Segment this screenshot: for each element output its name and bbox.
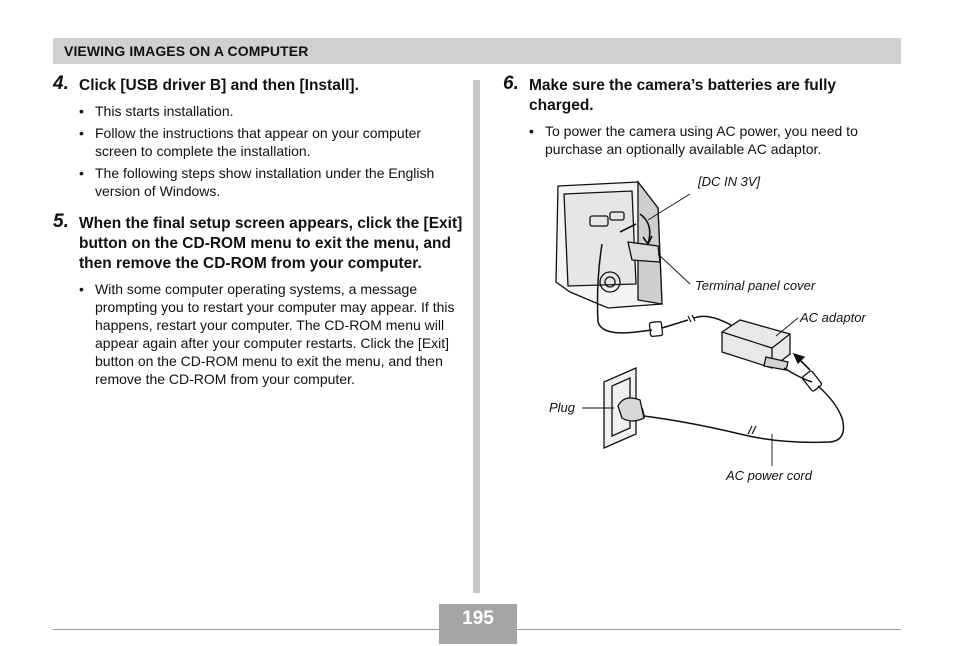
camera-dial xyxy=(599,271,621,293)
step-number: 5. xyxy=(53,211,69,232)
bullet-list: To power the camera using AC power, you … xyxy=(529,122,903,158)
label-terminal-panel-cover: Terminal panel cover xyxy=(695,278,816,293)
step-title: When the final setup screen appears, cli… xyxy=(79,215,463,272)
terminal-panel-cover xyxy=(627,241,661,263)
step-5: 5. When the final setup screen appears, … xyxy=(53,211,463,388)
list-item: To power the camera using AC power, you … xyxy=(529,122,903,158)
step-4: 4. Click [USB driver B] and then [Instal… xyxy=(53,73,463,200)
step-number: 4. xyxy=(53,73,69,94)
ac-adaptor xyxy=(721,319,791,369)
camera-connection-drawing xyxy=(555,180,845,466)
bullet-list: This starts installation. Follow the ins… xyxy=(79,102,463,200)
list-item: This starts installation. xyxy=(79,102,463,120)
label-ac-adaptor: AC adaptor xyxy=(800,310,866,325)
label-dc-in: [DC IN 3V] xyxy=(698,174,761,189)
bullet-list: With some computer operating systems, a … xyxy=(79,280,463,388)
column-divider xyxy=(473,80,480,593)
right-column: 6. Make sure the camera’s batteries are … xyxy=(503,73,903,168)
step-title: Make sure the camera’s batteries are ful… xyxy=(529,77,836,114)
list-item: Follow the instructions that appear on y… xyxy=(79,124,463,160)
left-column: 4. Click [USB driver B] and then [Instal… xyxy=(53,73,463,398)
step-title: Click [USB driver B] and then [Install]. xyxy=(79,77,359,94)
plug xyxy=(617,397,645,422)
list-item: With some computer operating systems, a … xyxy=(79,280,463,388)
step-number: 6. xyxy=(503,73,519,94)
list-item: The following steps show installation un… xyxy=(79,164,463,200)
page-number: 195 xyxy=(462,608,494,629)
page-number-box: 195 xyxy=(439,604,517,644)
section-title: VIEWING IMAGES ON A COMPUTER xyxy=(64,43,309,59)
camera-cable xyxy=(596,243,653,334)
label-ac-power-cord: AC power cord xyxy=(726,468,812,483)
step-6: 6. Make sure the camera’s batteries are … xyxy=(503,73,903,158)
section-header: VIEWING IMAGES ON A COMPUTER xyxy=(53,38,901,64)
label-plug: Plug xyxy=(549,400,576,415)
ac-adaptor-illustration: [DC IN 3V] Terminal panel cover AC adapt… xyxy=(540,172,866,492)
